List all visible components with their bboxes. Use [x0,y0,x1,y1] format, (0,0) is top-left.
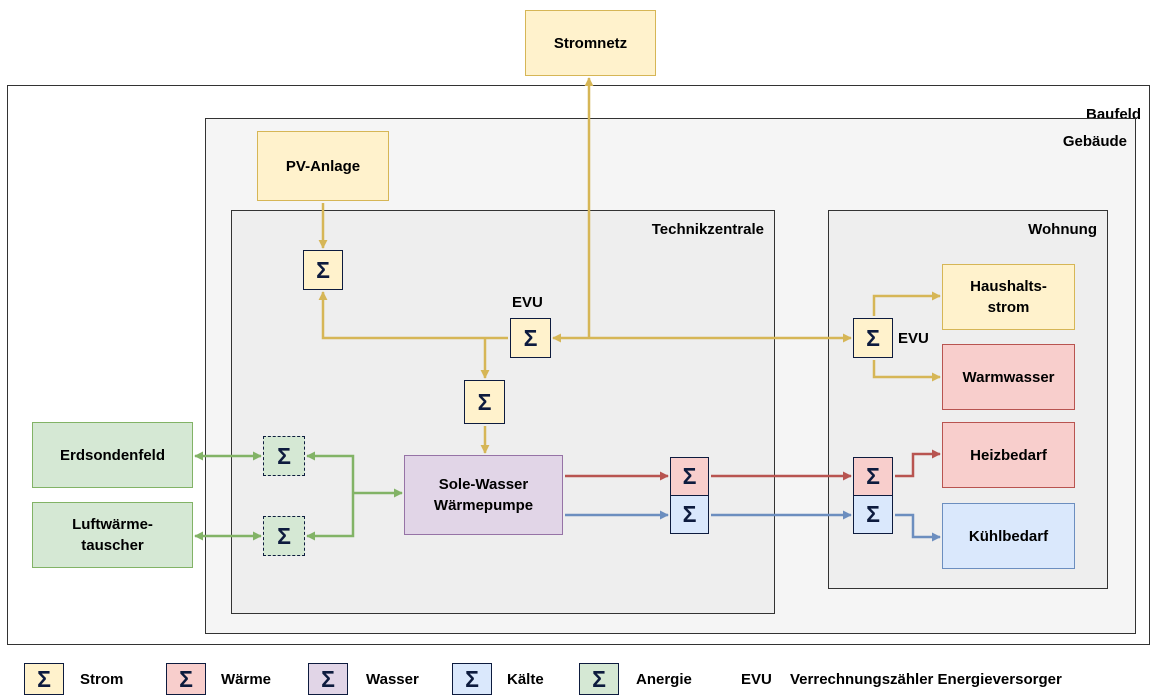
luftwaerme-label-1: Luftwärme- [72,516,153,533]
waermepumpe-node: Sole-Wasser Wärmepumpe [404,455,563,535]
legend-anergie-label: Anergie [636,671,692,688]
erdsondenfeld-node: Erdsondenfeld [32,422,193,488]
evu-center-meter-icon: Σ [510,318,551,358]
kaelte-meter-icon: Σ [670,495,709,534]
legend-strom-icon: Σ [24,663,64,695]
erdsonden-meter-icon: Σ [263,436,305,476]
haushaltsstrom-label-1: Haushalts- [970,278,1047,295]
pv-meter-icon: Σ [303,250,343,290]
waermepumpe-label-2: Wärmepumpe [433,497,534,514]
legend-waerme-label: Wärme [221,671,272,688]
evu-wohnung-label: EVU [898,330,929,347]
luftwaermetauscher-node: Luftwärme- tauscher [32,502,193,568]
legend-wasser-icon: Σ [308,663,348,695]
wohnung-kaelte-meter-icon: Σ [853,495,893,534]
heizbedarf-node: Heizbedarf [942,422,1075,488]
luftwaerme-label-2: tauscher [81,537,144,554]
line-wohnung-to-kuehlbedarf [895,513,941,542]
kuehlbedarf-node: Kühlbedarf [942,503,1075,569]
legend-strom-label: Strom [80,671,124,688]
waermepumpe-label-1: Sole-Wasser [438,476,529,493]
haushaltsstrom-node: Haushalts- strom [942,264,1075,330]
evu-wohnung-meter-icon: Σ [853,318,893,358]
line-merge-to-luftwaerme-meter [306,493,355,541]
luftwaerme-meter-icon: Σ [263,516,305,556]
technikzentrale-label: Technikzentrale [651,221,764,238]
wp-strom-meter-icon: Σ [464,380,505,424]
waerme-meter-icon: Σ [670,457,709,496]
wohnung-waerme-meter-icon: Σ [853,457,893,496]
line-wohnung-to-heizbedarf [895,449,941,478]
line-evu-to-warmwasser [872,360,941,382]
legend-evu-description: Verrechnungszähler Energieversorger [790,671,1062,688]
warmwasser-node: Warmwasser [942,344,1075,410]
haushaltsstrom-label-2: strom [987,299,1030,316]
legend-waerme-icon: Σ [166,663,206,695]
legend-kaelte-icon: Σ [452,663,492,695]
legend-kaelte-label: Kälte [507,671,544,688]
legend-evu-abbr: EVU [741,671,772,688]
gebaeude-label: Gebäude [1062,133,1127,150]
line-evu-to-haushaltsstrom [872,291,941,316]
line-merge-to-erdsonden-meter [306,451,355,493]
wohnung-label: Wohnung [1028,221,1097,238]
pv-anlage-node: PV-Anlage [257,131,389,201]
evu-center-label: EVU [512,294,543,311]
stromnetz-node: Stromnetz [525,10,656,76]
legend-wasser-label: Wasser [366,671,419,688]
legend-anergie-icon: Σ [579,663,619,695]
line-evu-to-pv-meter [318,291,508,340]
